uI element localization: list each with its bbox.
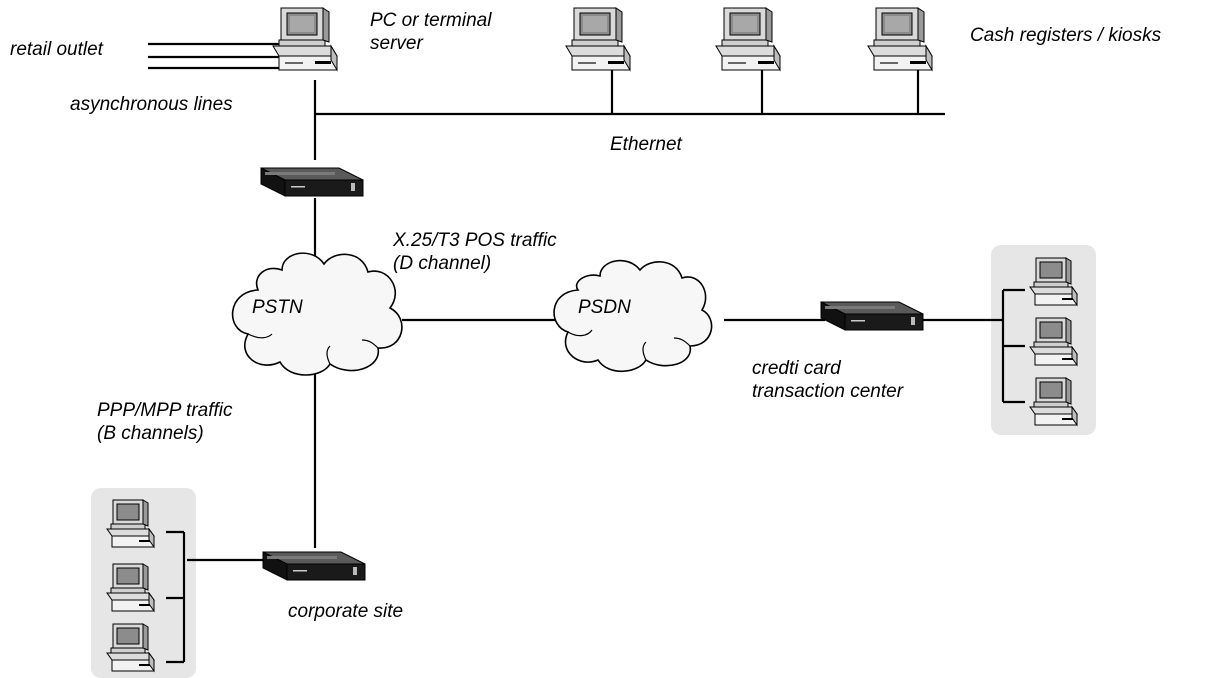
credit-center-label-line-1: credti card [752,358,841,379]
cash-register-2-computer-icon [715,7,781,71]
terminal-server-computer-icon [272,7,338,71]
asynchronous-lines-label: asynchronous lines [70,94,233,115]
corporate-site-label: corporate site [288,601,404,622]
pstn-label: PSTN [252,297,303,318]
credit-center-label: credti card transaction center [752,357,903,403]
ppp-traffic-label-line-1: PPP/MPP traffic [97,400,233,421]
terminal-server-label-line-2: server [370,33,423,54]
ethernet-label: Ethernet [610,134,682,155]
pstn-cloud-icon [231,252,403,376]
corporate-computer-3-icon [106,623,155,672]
transaction-computer-1-icon [1029,257,1078,306]
ppp-traffic-label: PPP/MPP traffic (B channels) [97,399,233,445]
cash-register-1-computer-icon [565,7,631,71]
ppp-traffic-label-line-2: (B channels) [97,423,204,444]
corporate-computer-2-icon [106,563,155,612]
transaction-router-icon [820,301,924,331]
x25-traffic-label: X.25/T3 POS traffic (D channel) [393,229,557,275]
x25-traffic-label-line-1: X.25/T3 POS traffic [393,230,557,251]
psdn-label: PSDN [578,297,631,318]
psdn-cloud-icon [553,259,713,372]
credit-center-label-line-2: transaction center [752,381,904,402]
transaction-computer-3-icon [1029,377,1078,426]
transaction-computer-2-icon [1029,317,1078,366]
outlet-router-icon [260,167,364,197]
corporate-router-icon [262,551,366,581]
cash-registers-label: Cash registers / kiosks [970,25,1162,46]
cash-register-3-computer-icon [867,7,933,71]
corporate-computer-1-icon [106,499,155,548]
x25-traffic-label-line-2: (D channel) [393,253,492,274]
connection-lines [148,42,1025,664]
terminal-server-label: PC or terminal server [370,9,491,55]
retail-outlet-label: retail outlet [10,39,103,60]
terminal-server-label-line-1: PC or terminal [370,10,492,31]
